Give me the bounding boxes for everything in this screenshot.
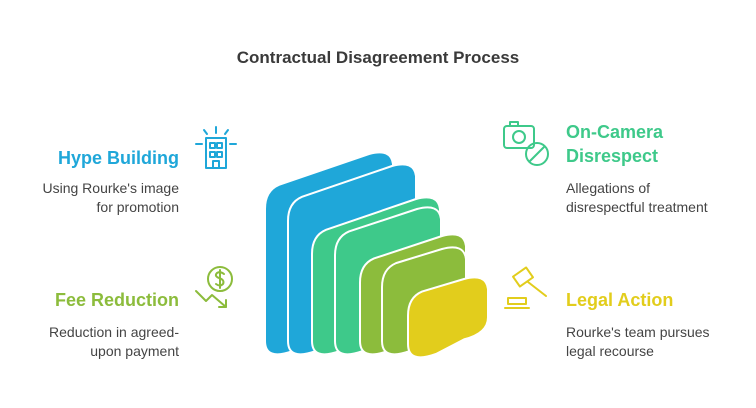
- layer-yellow: [407, 276, 489, 359]
- legal-action-description: Rourke's team pursues legal recourse: [566, 324, 710, 359]
- legal-action-heading: Legal Action: [566, 290, 674, 310]
- fee-reduction-heading: Fee Reduction: [54, 290, 179, 310]
- diagram-title: Contractual Disagreement Process: [236, 48, 520, 67]
- dollar-down-icon: [195, 266, 233, 308]
- gavel-icon: [504, 266, 547, 309]
- on-camera-disrespect-heading: On-Camera Disrespect: [566, 122, 664, 166]
- camera-forbidden-icon: [503, 121, 549, 166]
- fee-reduction-description: Reduction in agreed- upon payment: [49, 324, 179, 359]
- on-camera-disrespect-description: Allegations of disrespectful treatment: [566, 180, 708, 215]
- hype-building-heading: Hype Building: [58, 148, 179, 168]
- hype-building-description: Using Rourke's image for promotion: [42, 180, 179, 215]
- building-icon: [195, 126, 237, 169]
